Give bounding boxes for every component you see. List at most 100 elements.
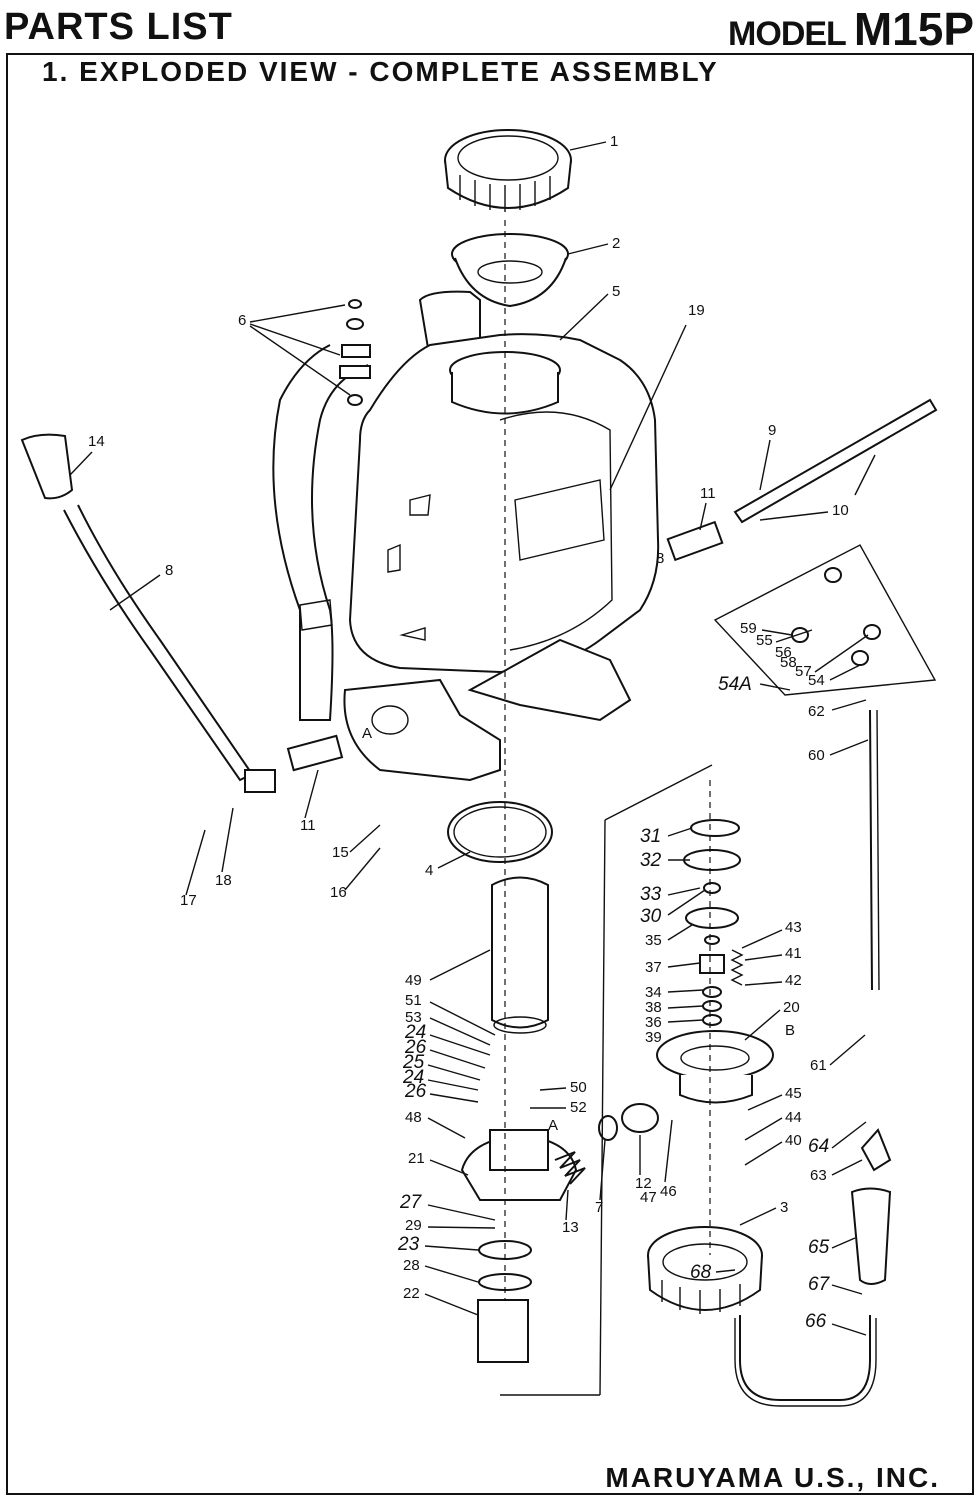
callout-45: 45 xyxy=(785,1085,802,1102)
callout-54a: 54A xyxy=(718,674,752,695)
callout-labels: 1 2 3 4 5 6 7 8 8 9 10 11 11 12 13 14 15… xyxy=(69,133,876,1336)
part-hose xyxy=(739,1315,871,1401)
callout-b: B xyxy=(785,1022,795,1039)
part-pump-body xyxy=(460,1129,578,1201)
part-bushing xyxy=(621,1103,659,1133)
page-title: PARTS LIST xyxy=(4,6,233,48)
callout-34: 34 xyxy=(645,984,662,1001)
part-spring-13 xyxy=(554,1151,586,1185)
callout-66: 66 xyxy=(805,1311,827,1332)
callout-22: 22 xyxy=(403,1285,420,1302)
part-lance xyxy=(733,398,938,524)
part-valve-stack xyxy=(683,819,741,1026)
callout-56: 56 xyxy=(775,644,792,661)
callout-18: 18 xyxy=(215,872,232,889)
callout-5: 5 xyxy=(612,283,620,300)
part-tank xyxy=(348,290,660,674)
nozzle-kit-box xyxy=(713,544,937,696)
model-label: MODEL xyxy=(728,15,847,53)
part-strap-hardware xyxy=(339,299,371,406)
callout-11b: 11 xyxy=(300,817,316,834)
part-spring xyxy=(730,949,744,986)
part-pump-handle xyxy=(20,433,276,793)
callout-24b: 24 xyxy=(402,1067,424,1088)
callout-32: 32 xyxy=(640,850,662,871)
callout-30: 30 xyxy=(640,906,662,927)
callout-11a: 11 xyxy=(700,485,716,502)
callout-40: 40 xyxy=(785,1132,802,1149)
callout-8: 8 xyxy=(165,562,173,579)
callout-48: 48 xyxy=(405,1109,422,1126)
part-tank-cap xyxy=(444,129,572,212)
callout-a2: A xyxy=(548,1117,558,1134)
callout-31: 31 xyxy=(640,826,661,847)
callout-10: 10 xyxy=(832,502,849,519)
part-base xyxy=(343,638,632,782)
callout-68: 68 xyxy=(690,1262,712,1283)
callout-26a: 26 xyxy=(404,1037,427,1058)
callout-61: 61 xyxy=(810,1057,827,1074)
part-valve-plate xyxy=(656,1030,774,1104)
callout-16: 16 xyxy=(330,884,347,901)
callout-37: 37 xyxy=(645,959,662,976)
part-pressure-chamber xyxy=(491,876,549,1034)
callout-38: 38 xyxy=(645,999,662,1016)
callout-9: 9 xyxy=(768,422,776,439)
callout-20: 20 xyxy=(783,999,800,1016)
part-strainer xyxy=(451,233,569,308)
callout-4: 4 xyxy=(425,862,433,879)
callout-15: 15 xyxy=(332,844,349,861)
callout-60: 60 xyxy=(808,747,825,764)
part-bottom-cap xyxy=(647,1226,763,1314)
callout-29: 29 xyxy=(405,1217,422,1234)
callout-52: 52 xyxy=(570,1099,587,1116)
callout-33: 33 xyxy=(640,884,662,905)
part-sleeve-b xyxy=(286,734,344,772)
diagram-frame xyxy=(6,53,974,1495)
callout-28: 28 xyxy=(403,1257,420,1274)
callout-57: 57 xyxy=(795,663,812,680)
callout-47: 47 xyxy=(640,1189,657,1206)
callout-54: 54 xyxy=(808,672,825,689)
callout-13: 13 xyxy=(562,1219,579,1236)
part-sleeve-a xyxy=(666,520,724,562)
callout-49: 49 xyxy=(405,972,422,989)
callout-44: 44 xyxy=(785,1109,802,1126)
callout-65: 65 xyxy=(808,1237,830,1258)
callout-25: 25 xyxy=(402,1052,425,1073)
callout-24a: 24 xyxy=(404,1022,426,1043)
callout-67: 67 xyxy=(808,1274,831,1295)
callout-43: 43 xyxy=(785,919,802,936)
part-o-ring xyxy=(447,801,553,863)
callout-2: 2 xyxy=(612,235,620,252)
callout-63: 63 xyxy=(810,1167,827,1184)
callout-39: 39 xyxy=(645,1029,662,1046)
callout-55: 55 xyxy=(756,632,773,649)
callout-42: 42 xyxy=(785,972,802,989)
callout-27: 27 xyxy=(399,1192,423,1213)
callout-53: 53 xyxy=(405,1009,422,1026)
model-number: M15P xyxy=(853,3,974,55)
callout-41: 41 xyxy=(785,945,802,962)
part-spray-handle xyxy=(850,1128,892,1285)
callout-51: 51 xyxy=(405,992,422,1009)
callout-8b: 8 xyxy=(656,550,664,567)
part-wand xyxy=(869,709,873,991)
part-nozzle-set xyxy=(791,567,881,666)
callout-7: 7 xyxy=(595,1199,603,1216)
section-title: 1. EXPLODED VIEW - COMPLETE ASSEMBLY xyxy=(42,56,719,87)
callout-19: 19 xyxy=(688,302,705,319)
callout-17: 17 xyxy=(180,892,197,909)
callout-35: 35 xyxy=(645,932,662,949)
callout-50: 50 xyxy=(570,1079,587,1096)
callout-3: 3 xyxy=(780,1199,788,1216)
part-cylinder xyxy=(477,1299,529,1363)
callout-64: 64 xyxy=(808,1136,829,1157)
callout-36: 36 xyxy=(645,1014,662,1031)
callout-1: 1 xyxy=(610,133,618,150)
callout-59: 59 xyxy=(740,620,757,637)
part-shoulder-strap xyxy=(272,344,369,721)
company-footer: MARUYAMA U.S., INC. xyxy=(605,1462,940,1493)
callout-14: 14 xyxy=(88,433,105,450)
